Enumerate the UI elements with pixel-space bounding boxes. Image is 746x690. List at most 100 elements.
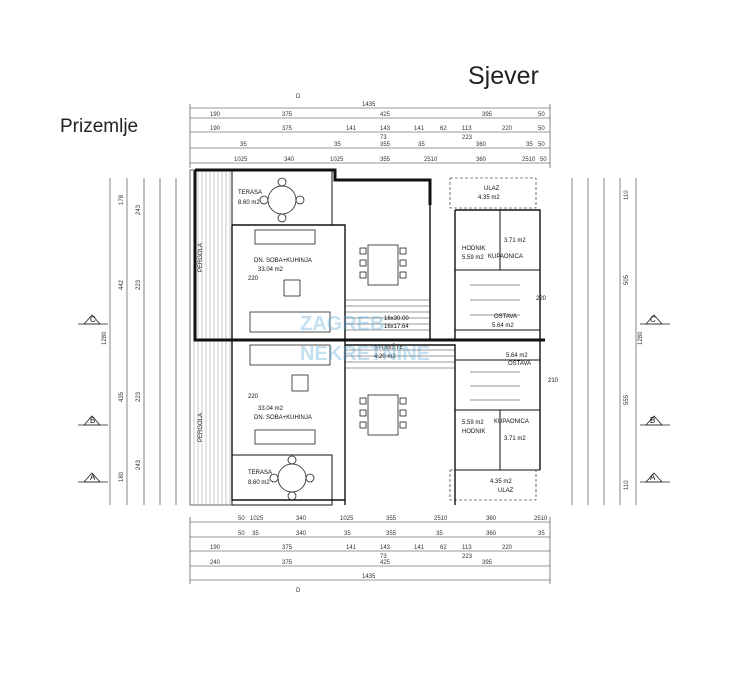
dim-label: 355 — [380, 157, 391, 163]
room-terasa-top-name: TERASA — [238, 190, 262, 196]
dim-label: 435 — [119, 391, 125, 402]
dim-label: 1025 — [330, 157, 344, 163]
room-living-top-name: DN. SOBA+KUHINJA — [254, 258, 312, 264]
dim-label: 141 — [346, 126, 357, 132]
room-ostava-top-area: 5.64 m2 — [492, 323, 514, 329]
right-dimension-chains — [571, 178, 637, 505]
room-kupaonica-top-area: 3.71 m2 — [504, 238, 526, 244]
dim-label: 360 — [486, 516, 497, 522]
dim-label: 110 — [624, 190, 630, 200]
dim-label: 360 — [476, 142, 487, 148]
dim-label: 2510 — [434, 516, 448, 522]
dim-label: 442 — [119, 279, 125, 290]
dim-label: 73 — [380, 135, 387, 141]
bottom-row4: 240 375 425 395 — [210, 560, 493, 566]
door-dim-living-top: 220 — [248, 276, 259, 282]
total-width-bottom: 1435 — [362, 574, 376, 580]
axis-c-left: C — [90, 315, 96, 324]
room-stubiste-area: 4.20 m2 — [374, 354, 396, 360]
top-dimension-chains — [189, 104, 551, 168]
exterior-walls — [193, 168, 545, 506]
dim-label: 505 — [624, 274, 630, 285]
dim-label: 2510 — [424, 157, 438, 163]
room-living-bottom-area: 33.04 m2 — [258, 406, 284, 412]
dim-label: 143 — [380, 126, 391, 132]
dim-label: 340 — [296, 531, 307, 537]
pergola-strip — [189, 169, 233, 506]
axis-c-right: C — [650, 315, 656, 324]
room-living-bottom-name: DN. SOBA+KUHINJA — [254, 415, 312, 421]
door-dim-ostava-top: 220 — [536, 296, 547, 302]
room-stubiste-name: STUBIŠTE — [374, 344, 403, 351]
terrace-table-bottom — [269, 455, 315, 501]
room-ostava-bottom-area: 5.64 m2 — [506, 353, 528, 359]
dim-label: 35 — [334, 142, 341, 148]
watermark-zagreb: ZAGREB — [300, 313, 384, 335]
room-ulaz-bottom-area: 4.35 m2 — [490, 479, 512, 485]
room-kupaonica-top-name: KUPAONICA — [488, 254, 523, 260]
dim-label: 223 — [462, 135, 473, 141]
dim-label: 50 — [540, 157, 547, 163]
north-label: Sjever — [468, 62, 539, 90]
dim-label: 35 — [538, 531, 545, 537]
room-ulaz-bottom-name: ULAZ — [498, 488, 514, 494]
dim-label: 375 — [282, 545, 293, 551]
dim-label: 35 — [344, 531, 351, 537]
terrace-table-top — [259, 177, 305, 223]
dim-label: 50 — [238, 516, 245, 522]
dim-label: 190 — [210, 545, 221, 551]
dim-label: 355 — [386, 516, 397, 522]
dim-label: 2510 — [534, 516, 548, 522]
room-kupaonica-bottom-area: 3.71 m2 — [504, 436, 526, 442]
dim-label: 360 — [486, 531, 497, 537]
dim-label: 425 — [380, 112, 391, 118]
room-ulaz-top-area: 4.35 m2 — [478, 195, 500, 201]
dim-label: 1025 — [234, 157, 248, 163]
dim-label: 425 — [380, 560, 391, 566]
dim-label: 35 — [252, 531, 259, 537]
bottom-dimension-chains — [189, 517, 551, 584]
dim-label: 355 — [386, 531, 397, 537]
stairs-dim-sub: 16x17.64 — [384, 324, 409, 330]
dim-label: 50 — [538, 142, 545, 148]
dim-label: 35 — [526, 142, 533, 148]
dim-label: 555 — [624, 394, 630, 405]
dining-table-top — [359, 244, 407, 286]
door-dim-living-bottom: 220 — [248, 394, 259, 400]
dim-label: 73 — [380, 554, 387, 560]
dim-label: 340 — [296, 516, 307, 522]
bottom-row1: 50 1025 340 1025 355 2510 360 2510 — [238, 516, 548, 522]
stairs-top — [345, 299, 430, 331]
dim-label: 50 — [538, 112, 545, 118]
dim-label: 50 — [238, 531, 245, 537]
left-dimension-chains — [109, 178, 177, 505]
dim-label: 141 — [414, 126, 425, 132]
stairs-dim: 16x30.00 — [384, 316, 409, 322]
left-col: 178 442 435 180 243 223 223 243 1280 — [102, 194, 142, 482]
dim-label: 143 — [380, 545, 391, 551]
dim-label: 190 — [210, 126, 221, 132]
section-d-top: D — [296, 94, 301, 100]
room-hodnik-bottom-name: HODNIK — [462, 429, 485, 435]
dim-label: 141 — [346, 545, 357, 551]
dim-label: 110 — [624, 480, 630, 490]
dim-label: 220 — [502, 126, 513, 132]
room-hodnik-top-area: 5.59 m2 — [462, 255, 484, 261]
right-col: 110 505 555 110 1280 — [624, 190, 644, 490]
dim-label: 395 — [482, 112, 493, 118]
dim-label: 1025 — [250, 516, 264, 522]
stairs-bottom — [345, 349, 455, 369]
room-terasa-bottom-area: 8.60 m2 — [248, 480, 270, 486]
bottom-row2: 50 35 340 35 355 35 360 35 — [238, 531, 545, 537]
room-ostava-top-name: OSTAVA — [494, 314, 517, 320]
top-row4: 1025 340 1025 355 2510 360 2510 50 — [234, 157, 547, 163]
dim-label: 1025 — [340, 516, 354, 522]
dim-label: 395 — [482, 560, 493, 566]
axis-a-left: A — [90, 473, 96, 482]
dim-label: 113 — [462, 126, 472, 132]
dim-label: 62 — [440, 126, 447, 132]
dim-label: 50 — [538, 126, 545, 132]
storage-shelves-top — [470, 284, 520, 316]
dim-label: 62 — [440, 545, 447, 551]
dim-label: 360 — [476, 157, 487, 163]
